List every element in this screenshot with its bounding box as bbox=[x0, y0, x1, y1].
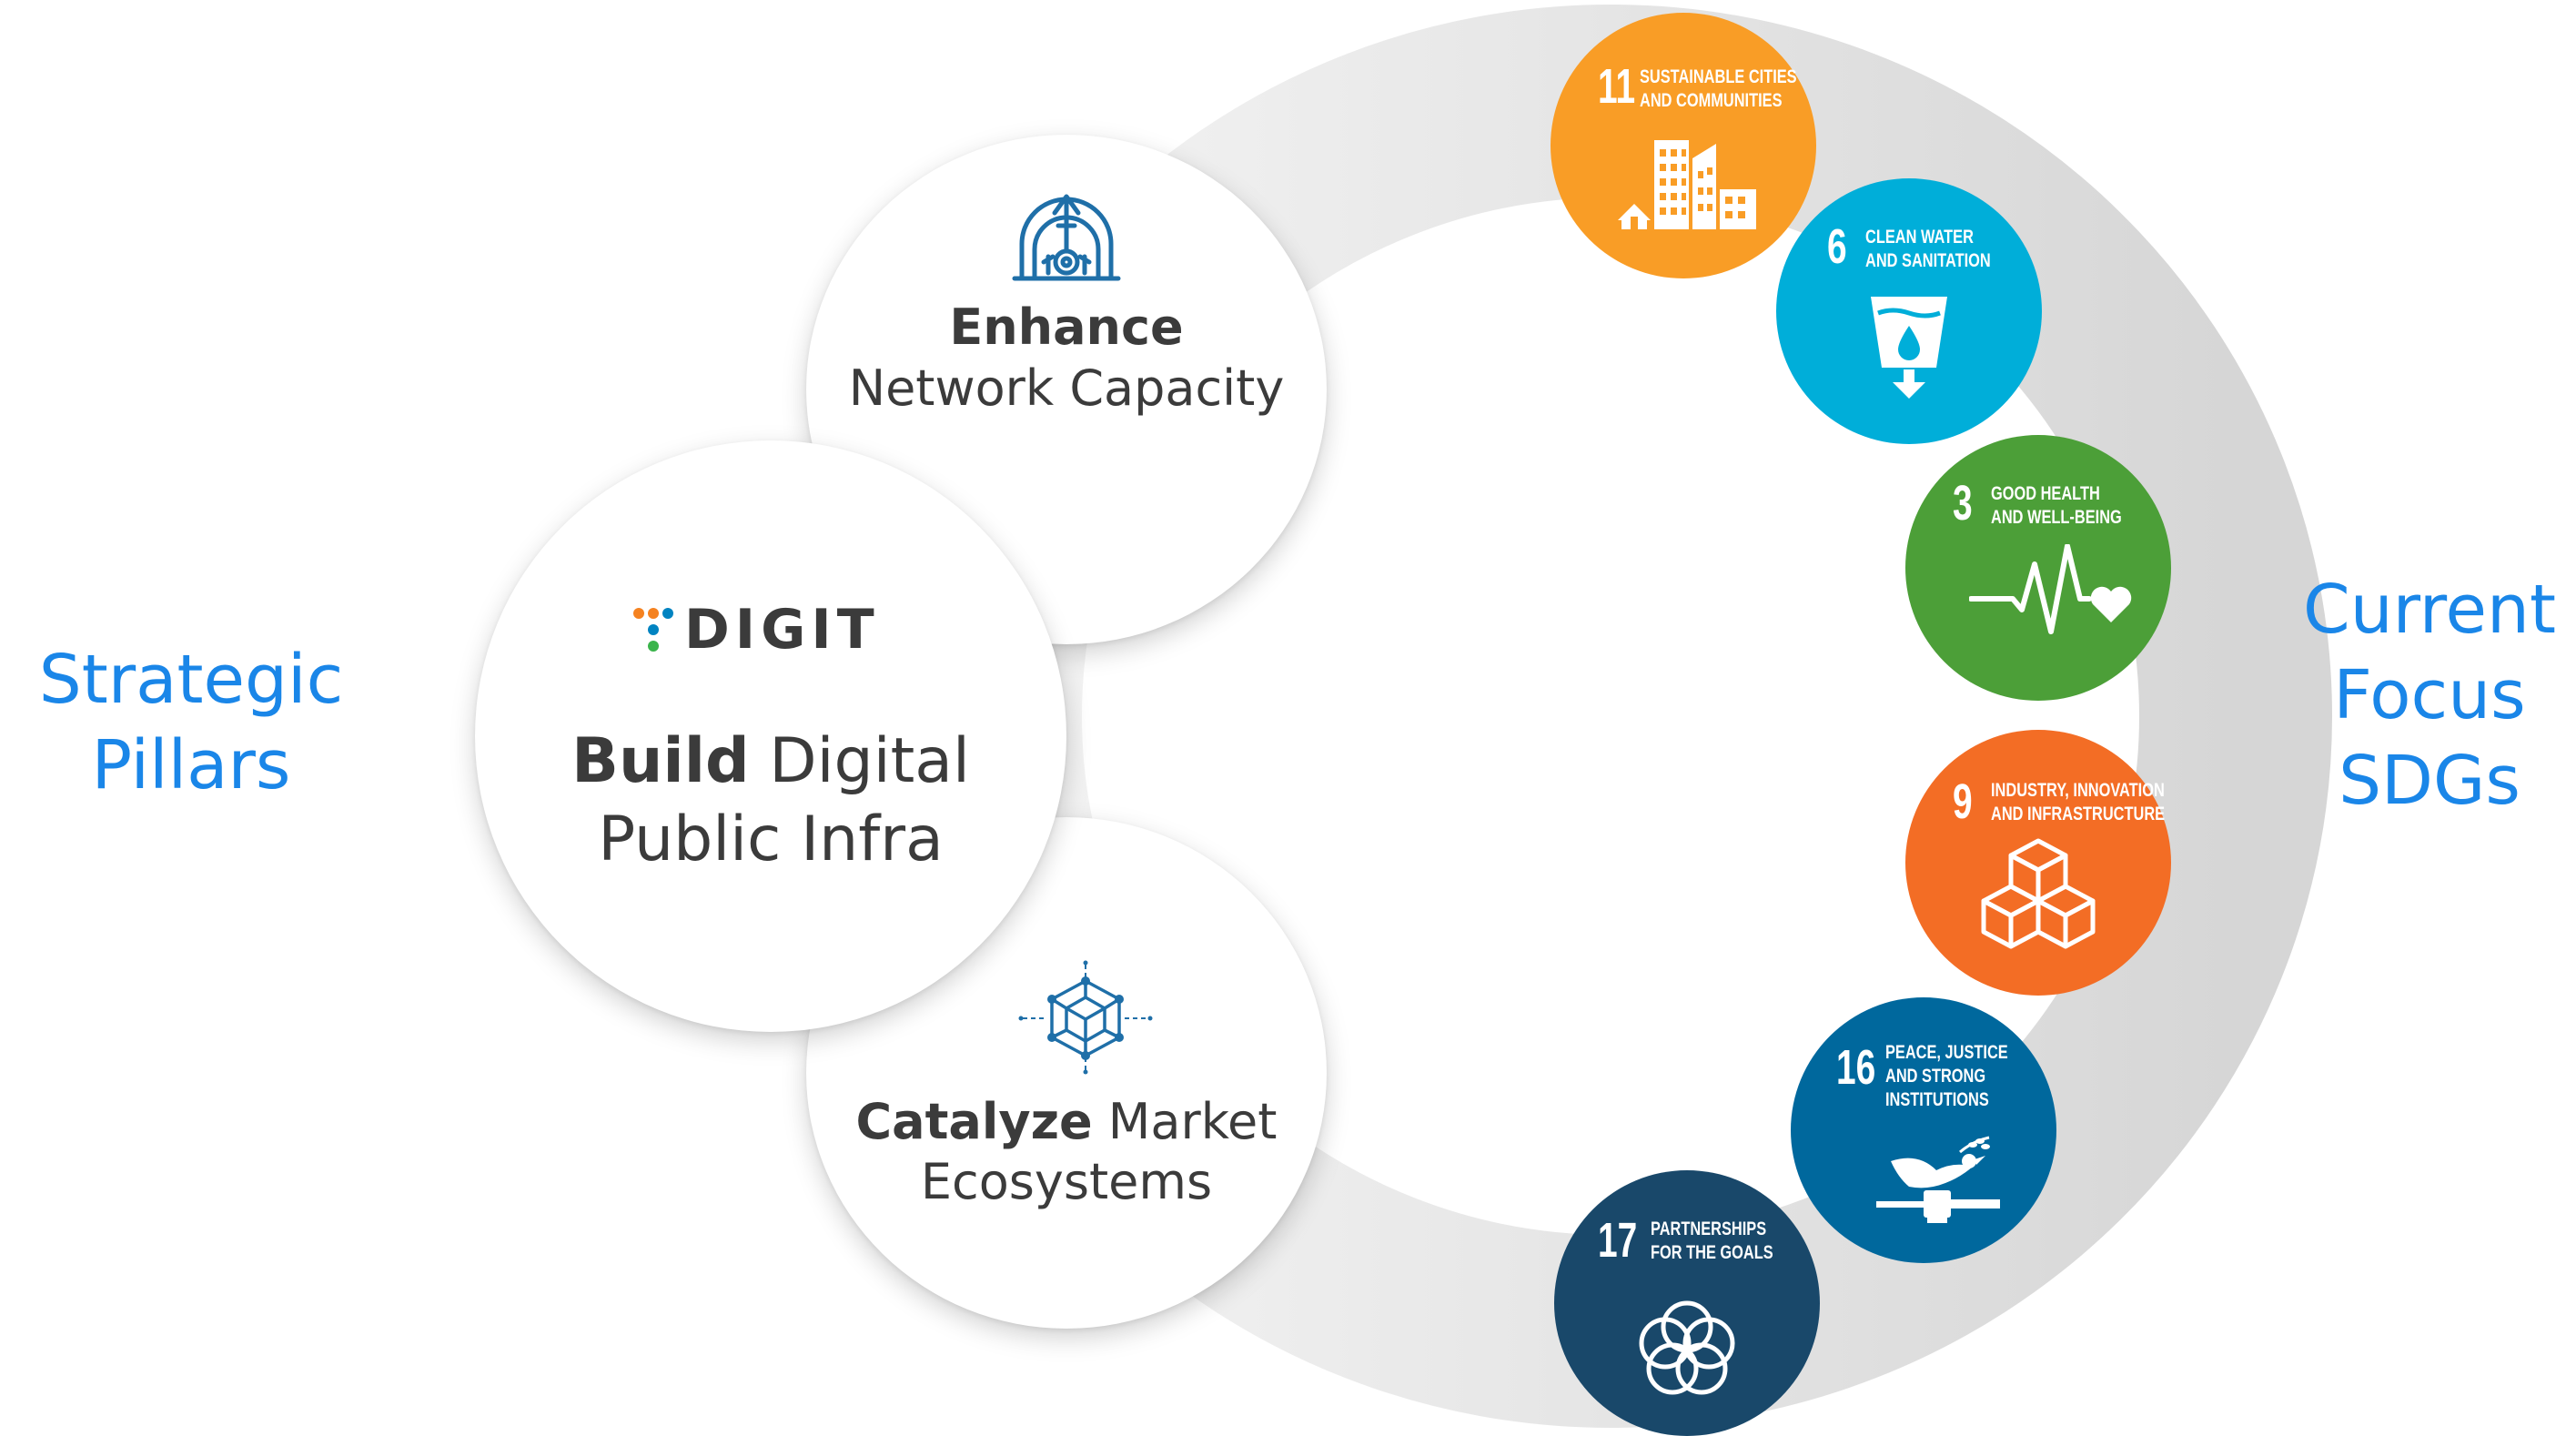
sdg-16-line1: Peace, justice bbox=[1885, 1042, 2008, 1063]
sdg-6-line1: Clean water bbox=[1865, 227, 1974, 248]
sdg-17-line1: Partnerships bbox=[1651, 1219, 1767, 1239]
catalyze-bold-text: Catalyze bbox=[855, 1093, 1093, 1150]
catalyze-text-line1: Market bbox=[1092, 1093, 1278, 1150]
current-focus-line3: SDGs bbox=[2339, 742, 2520, 820]
stacked-cubes-icon bbox=[1981, 838, 2096, 949]
digit-logo-icon bbox=[633, 608, 673, 652]
water-glass-icon bbox=[1871, 297, 1947, 399]
sdg-11-number: 11 bbox=[1598, 59, 1636, 114]
sdg-17-number: 17 bbox=[1598, 1213, 1638, 1268]
sdg-16-number: 16 bbox=[1836, 1040, 1876, 1095]
current-focus-line2: Focus bbox=[2333, 656, 2526, 734]
build-bold-text: Build bbox=[571, 725, 750, 797]
heartbeat-icon bbox=[1969, 544, 2132, 634]
strategic-pillars-line1: Strategic bbox=[38, 641, 344, 719]
sdg-9-number: 9 bbox=[1953, 774, 1973, 829]
sdg-3-line2: and well-being bbox=[1991, 507, 2122, 528]
enhance-subtitle: Network Capacity bbox=[848, 359, 1285, 417]
build-text-line2: Public Infra bbox=[598, 804, 944, 875]
sdg-6-card: 6 Clean water and sanitation bbox=[1776, 178, 2042, 444]
catalyze-text-line2: Ecosystems bbox=[920, 1153, 1213, 1210]
sdg-16-card: 16 Peace, justice and strong institution… bbox=[1791, 997, 2056, 1263]
current-focus-sdgs-label: Current Focus SDGs bbox=[2266, 567, 2576, 824]
sdg-3-number: 3 bbox=[1953, 476, 1973, 531]
current-focus-line1: Current bbox=[2303, 571, 2556, 649]
sdg-16-line3: institutions bbox=[1885, 1089, 1989, 1110]
pillar-catalyze-market-ecosystems: Catalyze Market Ecosystems bbox=[806, 817, 1327, 1329]
interlocking-rings-icon bbox=[1639, 1300, 1735, 1395]
network-cube-icon bbox=[1018, 960, 1153, 1075]
sdg-6-line2: and sanitation bbox=[1865, 250, 1991, 271]
sdg-11-card: 11 Sustainable cities and communities bbox=[1551, 13, 1816, 278]
sdg-17-card: 17 Partnerships for the goals bbox=[1554, 1170, 1820, 1436]
sdg-9-card: 9 Industry, innovation and infrastructur… bbox=[1905, 730, 2171, 996]
sdg-9-line2: and infrastructure bbox=[1991, 804, 2166, 824]
sdg-16-line2: and strong bbox=[1885, 1066, 1986, 1087]
dove-gavel-icon bbox=[1876, 1136, 2000, 1223]
sdg-17-line2: for the goals bbox=[1651, 1242, 1773, 1263]
pillar-build-digital-public-infra: DIGIT Build Digital Public Infra bbox=[475, 440, 1066, 1032]
building-growth-icon bbox=[1012, 194, 1121, 281]
sdg-3-line1: Good health bbox=[1991, 483, 2100, 504]
sdg-9-line1: Industry, innovation bbox=[1991, 780, 2165, 801]
strategic-pillars-line2: Pillars bbox=[91, 726, 291, 804]
sdg-11-line1: Sustainable cities bbox=[1640, 66, 1797, 87]
strategic-pillars-label: Strategic Pillars bbox=[18, 637, 364, 808]
build-text-line1: Digital bbox=[749, 725, 970, 797]
digit-logo-text: DIGIT bbox=[684, 598, 880, 662]
sdg-6-number: 6 bbox=[1827, 219, 1847, 274]
sdg-11-line2: and communities bbox=[1640, 90, 1783, 111]
city-buildings-icon bbox=[1618, 140, 1756, 229]
sdg-3-card: 3 Good health and well-being bbox=[1905, 435, 2171, 701]
enhance-bold-text: Enhance bbox=[949, 298, 1184, 356]
